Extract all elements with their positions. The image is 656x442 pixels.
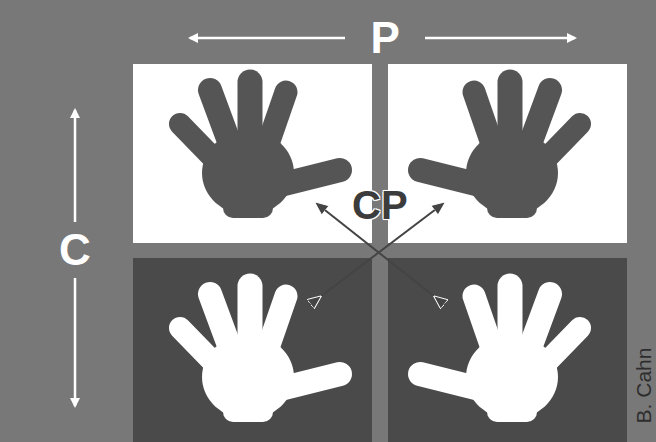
- panel: [388, 258, 627, 442]
- credit-text: B. Cahn: [633, 347, 654, 423]
- axis-label: P: [371, 16, 400, 60]
- panel: [133, 64, 372, 243]
- dimension-arrow: [74, 278, 77, 406]
- axis-label: C: [59, 228, 91, 272]
- dimension-arrow: [425, 37, 575, 40]
- hand: [180, 286, 340, 422]
- axis-label: CP: [352, 185, 408, 225]
- dimension-arrow: [190, 37, 345, 40]
- panel: [388, 64, 627, 243]
- dimension-arrow: [74, 110, 77, 222]
- hand: [420, 82, 580, 218]
- hand: [180, 82, 340, 218]
- hand: [420, 286, 580, 422]
